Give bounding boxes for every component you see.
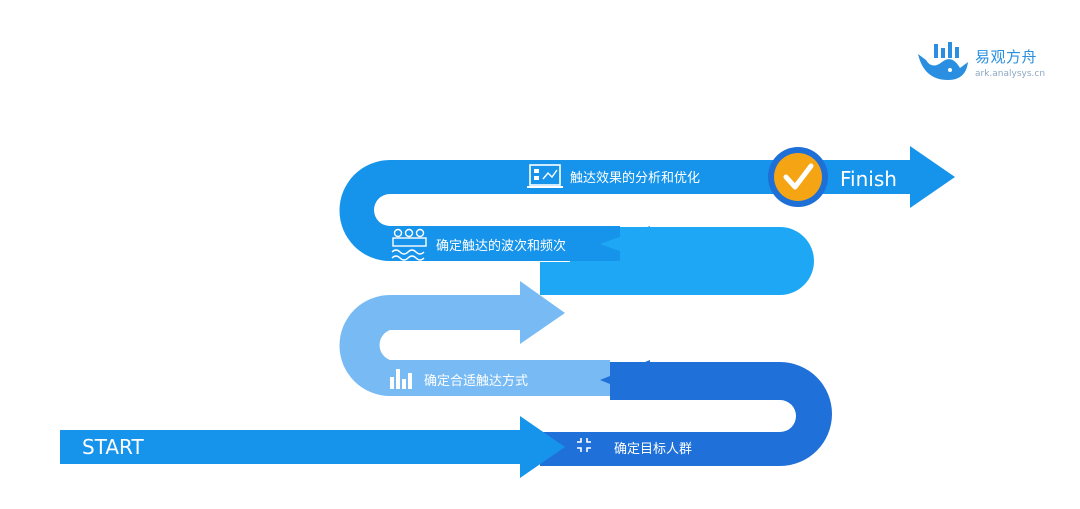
step-4-icon	[391, 228, 427, 261]
step-3-label: 确定运营活动的触发机制	[614, 306, 757, 322]
arrowhead-lane-4	[600, 226, 650, 262]
step-1-icon	[577, 438, 591, 452]
brand-name: 易观方舟	[975, 48, 1038, 66]
step-5-icon	[527, 164, 563, 188]
arrowhead-lane-3	[520, 281, 565, 344]
brand-url: ark.analysys.cn	[975, 69, 1046, 79]
finish-badge	[774, 153, 822, 201]
step-4-label: 确定触达的波次和频次	[436, 238, 566, 254]
whale-icon	[918, 42, 968, 80]
flow-lane-1	[60, 416, 565, 478]
finish-label: Finish	[840, 167, 897, 191]
flow-lane-2	[540, 362, 832, 466]
flow-lane-3	[339, 295, 610, 396]
step-2-icon	[390, 369, 412, 389]
step-5-label: 触达效果的分析和优化	[570, 170, 700, 186]
step-3-icon	[578, 302, 609, 324]
arrowhead-lane-2	[600, 360, 650, 400]
checkmark-icon	[783, 163, 814, 190]
step-2-label: 确定合适触达方式	[424, 373, 528, 389]
brand-logo: 易观方舟 ark.analysys.cn	[914, 40, 1054, 90]
step-1-label: 确定目标人群	[614, 442, 692, 457]
start-label: START	[82, 435, 144, 459]
